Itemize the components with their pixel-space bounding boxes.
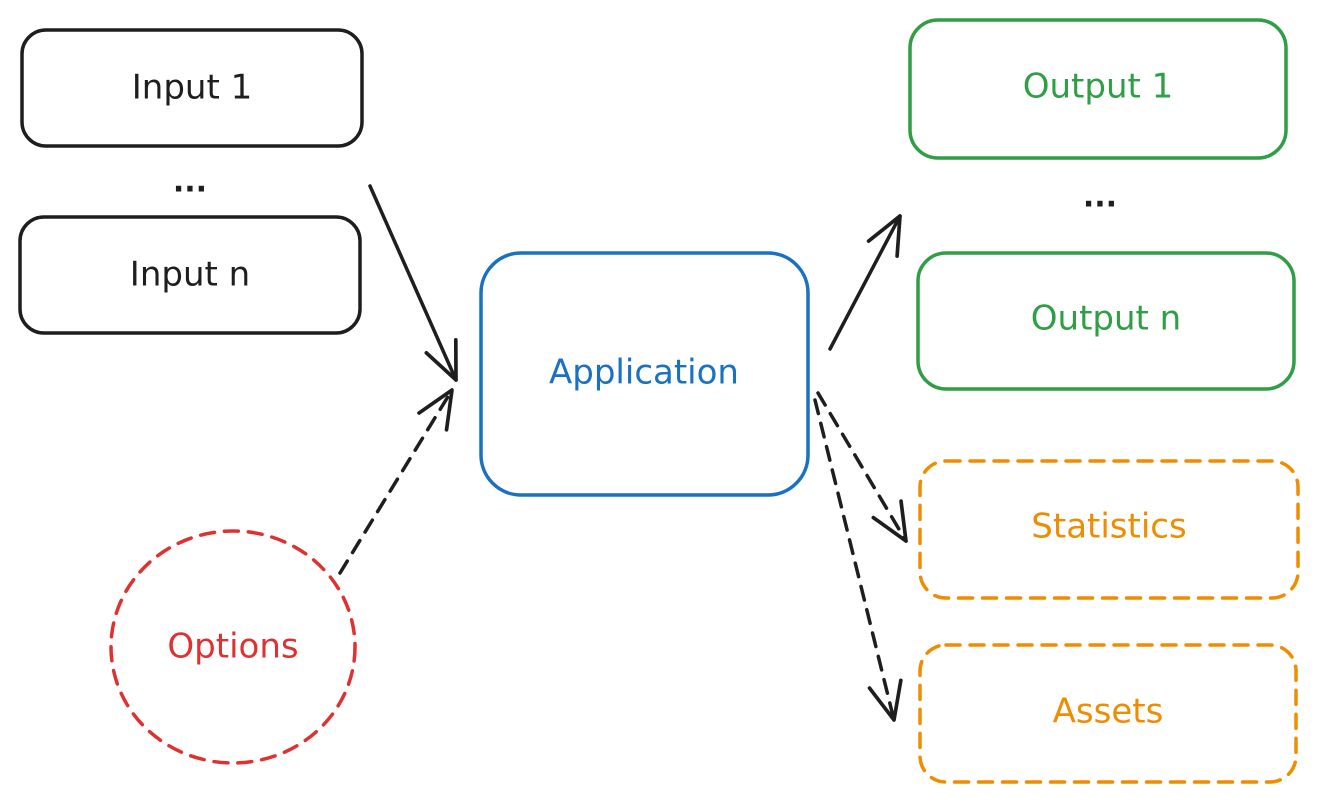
assets-node[interactable]: Assets bbox=[918, 643, 1298, 784]
options-circle bbox=[109, 529, 357, 765]
output-n-node[interactable]: Output n bbox=[916, 251, 1296, 391]
assets-label: Assets bbox=[1053, 692, 1164, 732]
arrow-application-to-statistics bbox=[816, 391, 908, 543]
application-label: Application bbox=[549, 353, 739, 393]
output-ellipsis: ... bbox=[1083, 180, 1117, 215]
input-n-node[interactable]: Input n bbox=[18, 215, 362, 335]
arrow-application-to-outputs bbox=[828, 214, 902, 351]
output-n-box bbox=[916, 251, 1296, 391]
output-n-label: Output n bbox=[1031, 299, 1181, 339]
arrow-application-to-assets bbox=[813, 398, 903, 722]
output-1-label: Output 1 bbox=[1023, 67, 1174, 107]
statistics-node[interactable]: Statistics bbox=[918, 459, 1300, 600]
input-n-label: Input n bbox=[130, 255, 250, 295]
assets-box bbox=[918, 643, 1298, 784]
application-node[interactable]: Application bbox=[479, 251, 810, 497]
options-node[interactable]: Options bbox=[109, 529, 357, 765]
output-1-box bbox=[908, 18, 1288, 160]
statistics-label: Statistics bbox=[1031, 507, 1186, 547]
input-1-box bbox=[20, 28, 364, 148]
statistics-box bbox=[918, 459, 1300, 600]
input-1-node[interactable]: Input 1 bbox=[20, 28, 364, 148]
input-1-label: Input 1 bbox=[132, 68, 252, 108]
application-box bbox=[479, 251, 810, 497]
output-1-node[interactable]: Output 1 bbox=[908, 18, 1288, 160]
input-n-box bbox=[18, 215, 362, 335]
arrow-inputs-to-application bbox=[368, 184, 458, 382]
input-ellipsis: ... bbox=[173, 165, 207, 200]
arrow-options-to-application bbox=[338, 388, 454, 575]
options-label: Options bbox=[167, 627, 298, 667]
